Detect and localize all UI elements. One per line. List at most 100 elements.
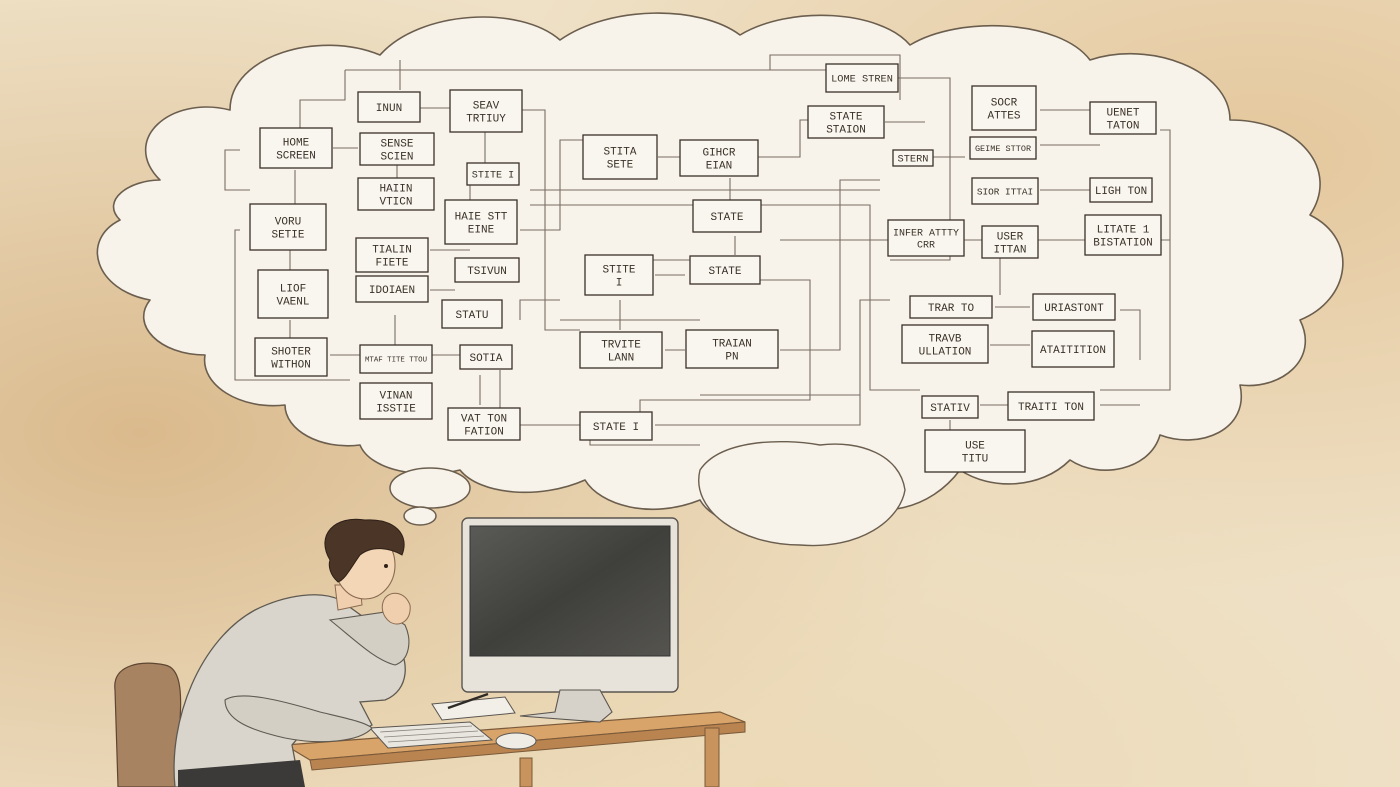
flowchart-box-label: URIASTONT <box>1044 303 1104 315</box>
flowchart-box-label: TSIVUN <box>467 266 507 278</box>
flowchart-box-label: VTICN <box>379 196 412 208</box>
flowchart-box-label: SHOTER <box>271 346 311 358</box>
flowchart-box-frame <box>444 199 518 245</box>
flowchart-box-label: USE <box>965 440 985 452</box>
flowchart-box: STATE <box>689 255 761 285</box>
flowchart-box-label: WITHON <box>271 359 311 371</box>
flowchart-box-label: USER <box>997 231 1024 243</box>
flowchart-box-label: TITU <box>962 453 988 465</box>
person <box>173 518 411 787</box>
flowchart-box-label: SETE <box>607 159 634 171</box>
flowchart-box-label: TRAITI TON <box>1018 402 1084 414</box>
flowchart-box-label: STERN <box>898 154 929 166</box>
flowchart-box-label: LIOF <box>280 283 306 295</box>
flowchart-box-frame <box>909 295 993 319</box>
flowchart-box-frame <box>971 177 1039 205</box>
flowchart-box-label: GIHCR <box>702 147 735 159</box>
notebook <box>431 692 516 721</box>
flowchart-box-label: STATE I <box>593 422 639 434</box>
flowchart-box-frame <box>259 127 333 169</box>
flowchart-box-frame <box>1089 101 1157 135</box>
flowchart-box-label: TATON <box>1106 120 1139 132</box>
flowchart-box: STATIV <box>921 395 979 419</box>
flowchart-box-frame <box>807 105 885 139</box>
flowchart-box-label: STATE <box>710 212 743 224</box>
flowchart-box-label: TRAIAN <box>712 338 752 350</box>
flowchart-box-label: SEAV <box>473 100 500 112</box>
flowchart-box-label: TRAR TO <box>928 303 975 315</box>
flowchart-box-label: EIAN <box>706 160 732 172</box>
flowchart-box: LOME STREN <box>825 63 899 93</box>
flowchart-box-label: MTAF TITE TTOU <box>365 357 427 365</box>
flowchart-box-label: STATIV <box>930 403 970 415</box>
flowchart-box-label: SOTIA <box>469 353 502 365</box>
flowchart-box-frame <box>359 382 433 420</box>
flowchart-box: LIGH TON <box>1089 177 1153 203</box>
flowchart-box-label: I <box>616 277 623 289</box>
flowchart-box-label: SENSE <box>380 138 413 150</box>
flowchart-box-frame <box>1007 391 1095 421</box>
flowchart-box-label: LOME STREN <box>831 74 893 86</box>
flowchart-box-frame <box>924 429 1026 473</box>
flowchart-box-frame <box>981 225 1039 259</box>
flowchart-box-label: SETIE <box>271 229 304 241</box>
flowchart-box-label: UENET <box>1106 107 1139 119</box>
flowchart-box-frame <box>901 324 989 364</box>
flowchart-box: TSIVUN <box>454 257 520 283</box>
flowchart-box-label: ULLATION <box>919 346 972 358</box>
flowchart-box-frame <box>584 254 654 296</box>
flowchart-box-frame <box>447 407 521 441</box>
flowchart-box-frame <box>1084 214 1162 256</box>
flowchart-box-label: CRR <box>917 240 935 251</box>
flowchart-box: IDOIAEN <box>355 275 429 303</box>
flowchart-box-label: INFER ATTTY <box>893 229 959 240</box>
flowchart-box-frame <box>1032 293 1116 321</box>
flowchart-box: URIASTONT <box>1032 293 1116 321</box>
flowchart-box-frame <box>689 255 761 285</box>
flowchart-box-label: TIALIN <box>372 244 412 256</box>
flowchart-box: MTAF TITE TTOU <box>359 344 433 374</box>
flowchart-box-frame <box>359 344 433 374</box>
flowchart-box-label: ISSTIE <box>376 403 416 415</box>
flowchart-box-label: STITE <box>602 264 635 276</box>
flowchart-box-label: STITE I <box>472 171 514 182</box>
flowchart-box-label: ATTES <box>987 110 1020 122</box>
keyboard <box>368 721 494 749</box>
flowchart-box-frame <box>249 203 327 251</box>
flowchart-box-frame <box>454 257 520 283</box>
chair <box>114 662 182 787</box>
flowchart-box-frame <box>355 275 429 303</box>
flowchart-box: SIOR ITTAI <box>971 177 1039 205</box>
flowchart-box-label: BISTATION <box>1093 237 1152 249</box>
flowchart-box-label: VAT TON <box>461 413 507 425</box>
flowchart-box: INUN <box>357 91 421 123</box>
flowchart-box: ATAITITION <box>1031 330 1115 368</box>
flowchart-box-frame <box>825 63 899 93</box>
flowchart-box-frame <box>449 89 523 133</box>
flowchart-box-label: HOME <box>283 137 310 149</box>
flowchart-box-label: IDOIAEN <box>369 285 415 297</box>
flowchart-box: STATU <box>441 299 503 329</box>
flowchart-box-frame <box>257 269 329 319</box>
flowchart-box: TRAR TO <box>909 295 993 319</box>
flowchart-box: STERN <box>892 149 934 167</box>
flowchart-box-label: STATE <box>708 266 741 278</box>
flowchart-box-frame <box>679 139 759 177</box>
flowchart-box: STATE I <box>579 411 653 441</box>
flowchart-box-label: FIETE <box>375 257 408 269</box>
flowchart-box-frame <box>355 237 429 273</box>
